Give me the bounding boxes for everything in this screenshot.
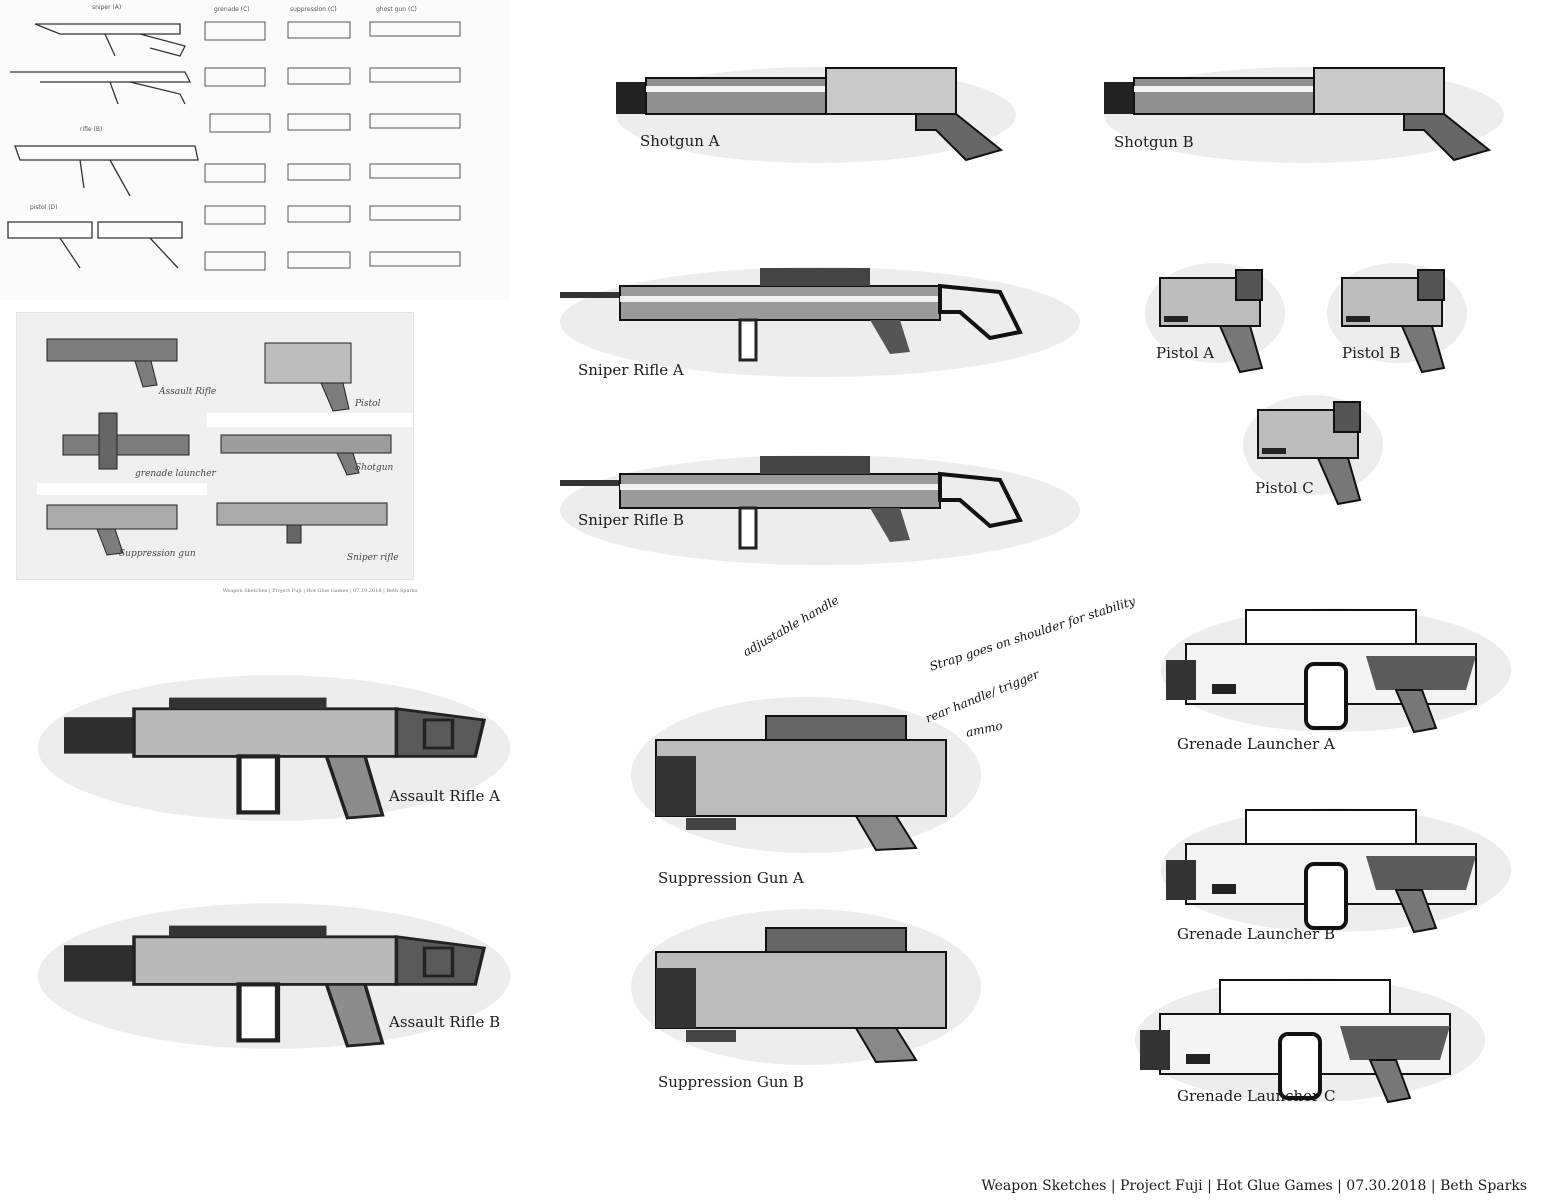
annotation-strap: Strap goes on shoulder for stability [927, 593, 1137, 674]
pistol-b-label: Pistol B [1342, 344, 1401, 362]
grenade-launcher-c-label: Grenade Launcher C [1177, 1087, 1336, 1105]
suppression-gun-b-sketch [630, 908, 982, 1066]
assault-rifle-b-label: Assault Rifle B [389, 1013, 501, 1031]
shotgun-a-label: Shotgun A [640, 132, 720, 150]
sniper-rifle-b-label: Sniper Rifle B [578, 511, 684, 529]
ref-label-sniper-rifle: Sniper rifle [347, 553, 399, 563]
grenade-launcher-b-sketch [1159, 806, 1513, 934]
reference-sketches [37, 338, 413, 556]
suppression-gun-a-label: Suppression Gun A [658, 869, 804, 887]
page-footer: Weapon Sketches | Project Fuji | Hot Glu… [981, 1178, 1527, 1194]
ref-label-shotgun: Shotgun [355, 463, 394, 473]
ref-label-assault-rifle: Assault Rifle [159, 387, 217, 397]
reference-sheet: Assault Rifle Pistol grenade launcher Sh… [16, 312, 414, 580]
suppression-gun-b-label: Suppression Gun B [658, 1073, 804, 1091]
ref-label-suppression-gun: Suppression gun [119, 549, 196, 559]
pistol-c-label: Pistol C [1255, 479, 1314, 497]
sniper-rifle-a-label: Sniper Rifle A [578, 361, 684, 379]
sniper-rifle-b-sketch [558, 453, 1082, 567]
column-header-grenade: grenade (C) [214, 6, 250, 13]
reference-sheet-footer: Weapon Sketches | Project Fuji | Hot Glu… [222, 588, 418, 594]
shotgun-b-label: Shotgun B [1114, 133, 1194, 151]
shotgun-a-sketch [615, 66, 1017, 164]
ref-label-pistol: Pistol [355, 399, 381, 409]
grenade-launcher-a-label: Grenade Launcher A [1177, 735, 1335, 753]
column-header-ghost-gun: ghost gun (C) [376, 6, 417, 13]
suppression-gun-a-sketch [630, 696, 982, 854]
grenade-launcher-a-sketch [1159, 606, 1513, 734]
shotgun-b-sketch [1103, 66, 1505, 164]
column-header-suppression: suppression (C) [290, 6, 337, 13]
assault-rifle-b-sketch [64, 906, 504, 1056]
annotation-adjustable-handle: adjustable handle [740, 592, 842, 660]
thumbnail-sketches [7, 21, 461, 271]
column-header-sniper: sniper (A) [92, 4, 122, 11]
ref-label-grenade-launcher: grenade launcher [135, 469, 216, 479]
grenade-launcher-b-label: Grenade Launcher B [1177, 925, 1336, 943]
row-label-rifle: rifle (B) [80, 126, 103, 133]
assault-rifle-a-sketch [64, 678, 504, 828]
assault-rifle-a-label: Assault Rifle A [389, 787, 500, 805]
thumbnail-sheet: sniper (A) grenade (C) suppression (C) g… [0, 0, 510, 300]
pistol-a-label: Pistol A [1156, 344, 1215, 362]
row-label-pistol: pistol (D) [30, 204, 58, 211]
